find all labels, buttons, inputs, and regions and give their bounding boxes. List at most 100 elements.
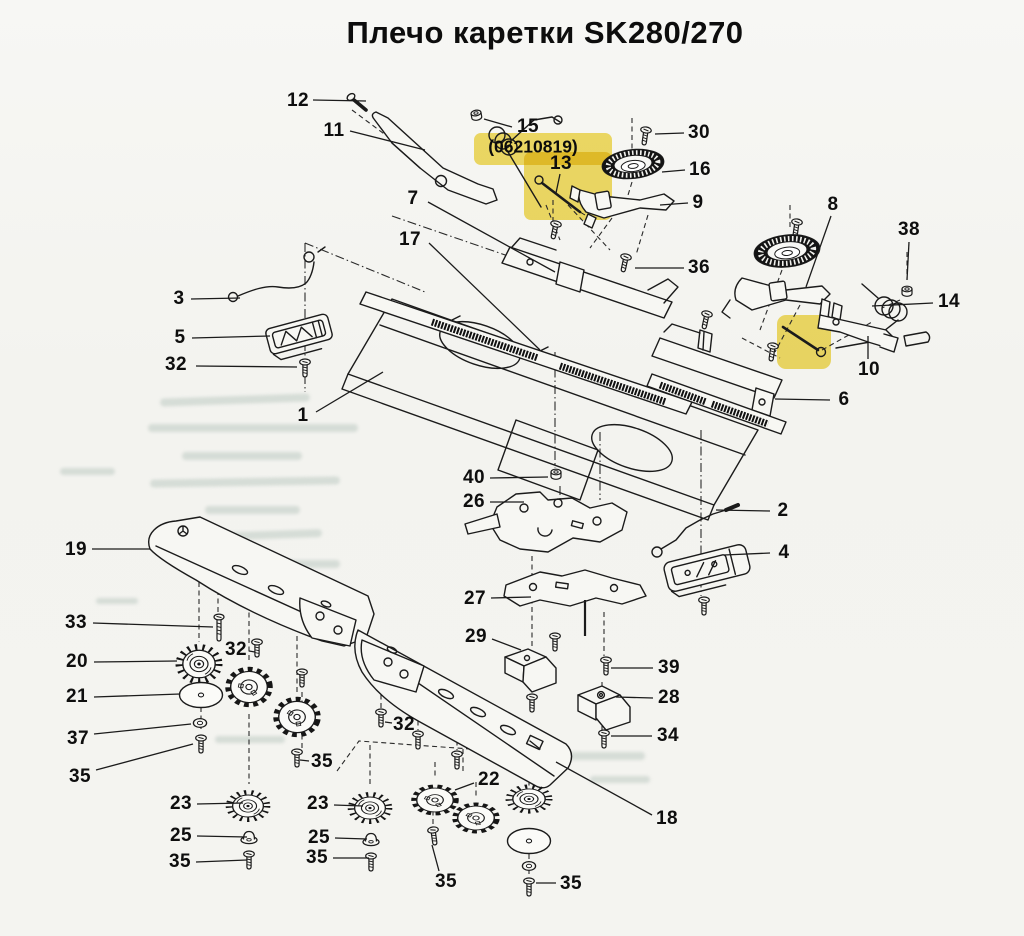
callout-32-34: 32 <box>225 639 247 660</box>
callout-25-36: 25 <box>170 825 192 846</box>
callout-32-16: 32 <box>165 354 187 375</box>
leader-16-5 <box>661 169 686 173</box>
callout-40-19: 40 <box>463 467 485 488</box>
part-12-pin <box>346 92 368 112</box>
callout-20-30: 20 <box>66 651 88 672</box>
callout-19-28: 19 <box>65 539 87 560</box>
callout-16-5: 16 <box>689 159 711 180</box>
leader-33-29 <box>92 622 214 628</box>
ghost-text <box>148 424 358 432</box>
part-4-slider <box>663 544 751 616</box>
leader-5-15 <box>191 335 271 339</box>
leader-32-16 <box>195 365 298 368</box>
part-28-block <box>577 685 631 731</box>
ghost-text <box>590 776 650 783</box>
leader-25-39 <box>334 837 368 840</box>
part-16-brush-disc <box>601 148 665 180</box>
leader-38-11 <box>906 241 910 281</box>
callout-3-14: 3 <box>173 288 185 309</box>
callout-32-42: 32 <box>393 714 415 735</box>
part-6-bracket <box>646 309 787 435</box>
callout-35-33: 35 <box>69 766 91 787</box>
callout-35-43: 35 <box>311 751 333 772</box>
part-13-pin-highlighted <box>534 175 586 241</box>
leader-20-30 <box>93 660 178 663</box>
callout-25-39: 25 <box>308 827 330 848</box>
leader-22-41 <box>454 782 475 791</box>
leader-18-46 <box>555 761 653 816</box>
callout-35-44: 35 <box>435 871 457 892</box>
callout-7-7: 7 <box>407 188 419 209</box>
part-17-rail <box>359 291 693 415</box>
callout-35-40: 35 <box>306 847 328 868</box>
callout-9-6: 9 <box>692 192 704 213</box>
callout-6-18: 6 <box>838 389 850 410</box>
part-10-pin-highlighted <box>765 325 827 363</box>
callout-17-8: 17 <box>399 229 421 250</box>
leader-17-8 <box>428 242 541 351</box>
leader-30-4 <box>654 132 685 135</box>
ghost-text <box>565 752 645 760</box>
ghost-text <box>182 452 302 460</box>
callout-30-4: 30 <box>688 122 710 143</box>
callout-34-27: 34 <box>657 725 679 746</box>
callout-13-3: 13 <box>550 153 572 174</box>
upper-channel-bracket <box>501 237 679 319</box>
part-8-brush-disc <box>721 217 831 319</box>
leader-35-44 <box>431 844 440 872</box>
leader-1-17 <box>315 371 384 413</box>
leader-14-12 <box>871 302 934 307</box>
leader-28-26 <box>615 696 654 699</box>
ghost-text <box>215 736 285 743</box>
callout-37-32: 37 <box>67 728 89 749</box>
leader-35-43 <box>299 759 310 762</box>
part-10-bracket <box>817 298 931 353</box>
leader-37-32 <box>93 723 192 735</box>
callout-39-25: 39 <box>658 657 680 678</box>
part-11-release-lever <box>371 111 498 205</box>
leader-13-3 <box>555 173 561 194</box>
callout-10-13: 10 <box>858 359 880 380</box>
callout-18-46: 18 <box>656 808 678 829</box>
part-3-wire-lever <box>227 246 326 303</box>
part-18-right-arm <box>354 629 573 847</box>
leader-12-0 <box>312 99 367 102</box>
callout-22-41: 22 <box>478 769 500 790</box>
callout-8-10: 8 <box>827 194 839 215</box>
callout-36-9: 36 <box>688 257 710 278</box>
part-15-spring <box>469 108 563 208</box>
part-19-left-arm <box>147 516 375 768</box>
leader-40-19 <box>489 476 549 479</box>
leader-32-42 <box>384 721 393 724</box>
leader-25-36 <box>196 835 248 838</box>
ghost-text <box>96 598 138 604</box>
callout-15-2: 15 <box>517 116 539 137</box>
callout-33-29: 33 <box>65 612 87 633</box>
callout-28-26: 28 <box>658 687 680 708</box>
leader-35-33 <box>95 743 194 771</box>
leader-8-10 <box>805 215 832 288</box>
leader-21-31 <box>93 693 181 698</box>
page-title: Плечо каретки SK280/270 <box>346 15 744 50</box>
callout-11-1: 11 <box>323 120 345 141</box>
leader-15-2 <box>483 118 513 128</box>
leader-9-6 <box>659 202 689 206</box>
callout-5-15: 5 <box>174 327 186 348</box>
callout-26-20: 26 <box>463 491 485 512</box>
callout-29-24: 29 <box>465 626 487 647</box>
callout-27-23: 27 <box>464 588 486 609</box>
ghost-text <box>205 506 300 514</box>
leader-2-21 <box>715 509 771 512</box>
leader-29-24 <box>491 638 522 651</box>
callout-14-12: 14 <box>938 291 960 312</box>
leader-23-35 <box>196 802 244 805</box>
leader-7-7 <box>427 201 556 273</box>
leader-11-1 <box>349 130 426 151</box>
highlighted-part-number: (06210819) <box>488 136 578 157</box>
part-2-wire <box>651 503 740 558</box>
leader-35-37 <box>195 859 248 863</box>
ghost-text <box>60 468 115 475</box>
